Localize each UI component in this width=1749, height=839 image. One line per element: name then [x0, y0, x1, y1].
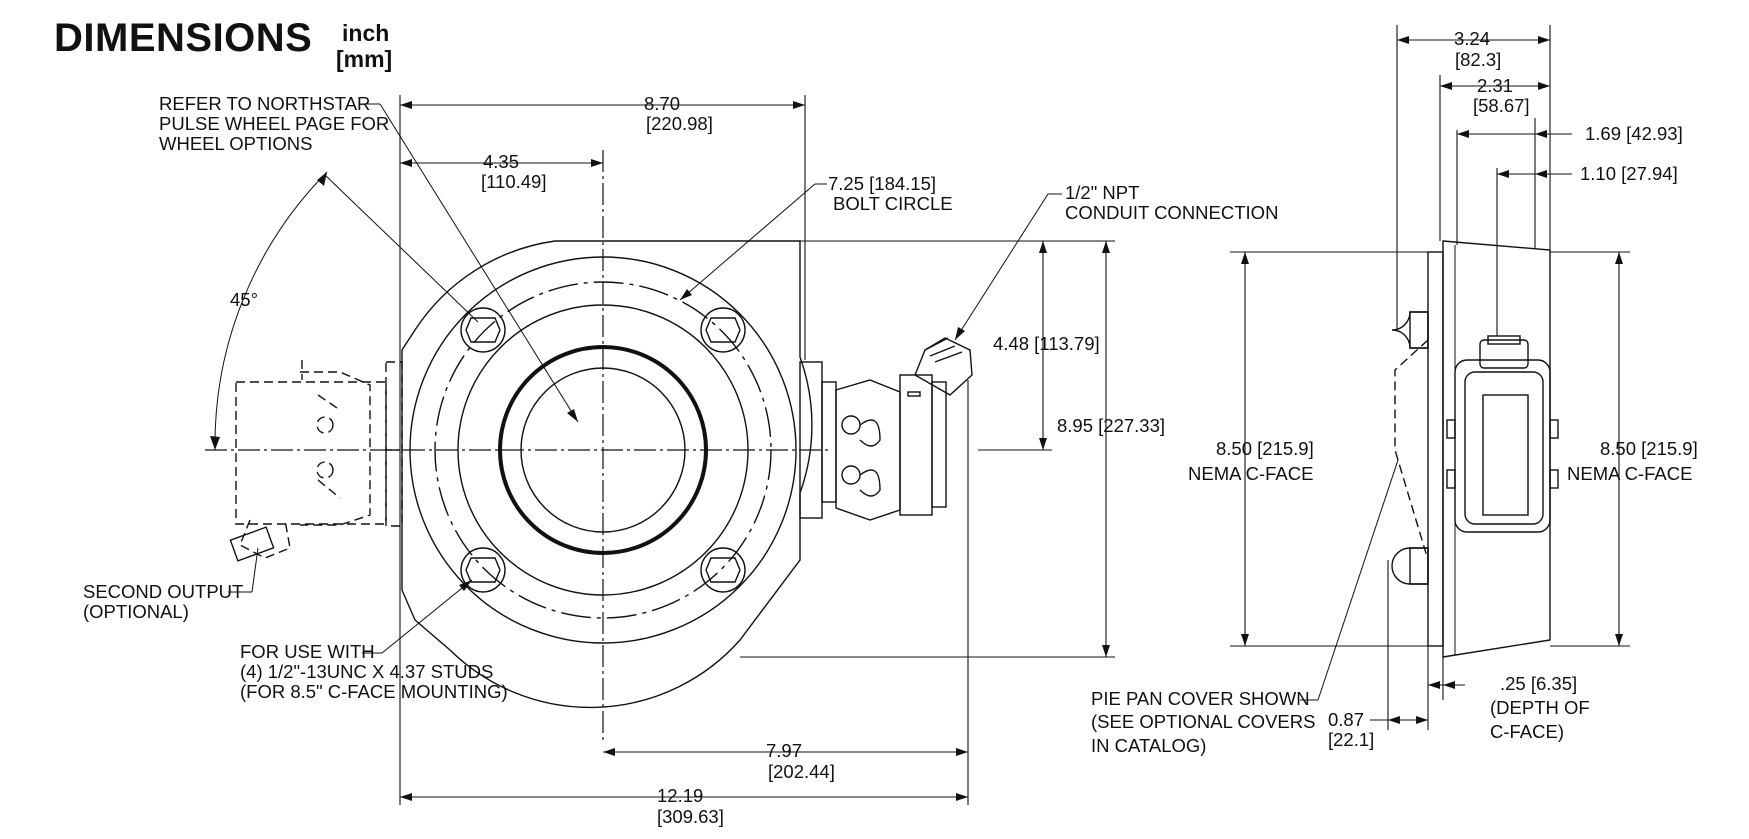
studs-note-line3: (FOR 8.5" C-FACE MOUNTING): [240, 681, 508, 702]
page-title: DIMENSIONS: [54, 16, 313, 60]
dim-8-70-mm: [220.98]: [646, 113, 713, 134]
dim-12-19-value: 12.19: [657, 785, 703, 806]
depth-c-face-value: .25 [6.35]: [1500, 673, 1577, 694]
dim-0-87-mm: [22.1]: [1328, 729, 1374, 750]
bolt-bottom-right: [700, 547, 746, 593]
conduit-line1: 1/2" NPT: [1065, 182, 1139, 203]
angle-arrow-top: [317, 172, 327, 186]
conduit-line2: CONDUIT CONNECTION: [1065, 202, 1278, 223]
bolt-top-right: [700, 307, 746, 353]
side-flange: [1427, 251, 1444, 647]
sensor-module: [1446, 335, 1559, 533]
dim-0-87-value: 0.87: [1328, 709, 1364, 730]
unit-inch-label: inch: [342, 20, 390, 46]
studs-leader: [381, 579, 473, 654]
pie-pan-dashed: [1394, 339, 1429, 561]
right-connector: [799, 337, 973, 521]
pie-pan-line1: PIE PAN COVER SHOWN: [1091, 688, 1310, 709]
dim-4-48-label: 4.48 [113.79]: [993, 333, 1100, 354]
nema-right-label: NEMA C-FACE: [1567, 463, 1692, 484]
unit-mm-label: [mm]: [336, 46, 393, 72]
housing-outline: [401, 240, 813, 709]
bolt-top-left: [460, 307, 506, 353]
dim-4-35-value: 4.35: [483, 151, 519, 172]
units-legend: inch [mm]: [336, 20, 392, 72]
bolt-bottom-left: [460, 547, 506, 593]
pulse-wheel-note-line3: WHEEL OPTIONS: [159, 133, 313, 154]
dim-7-97-mm: [202.44]: [768, 761, 835, 782]
second-output-dashed: [229, 360, 403, 562]
pie-pan-line2: (SEE OPTIONAL COVERS: [1091, 711, 1315, 732]
second-output-leader-v: [251, 547, 259, 593]
dim-12-19-mm: [309.63]: [657, 806, 724, 827]
domed-nut-bottom: [1391, 547, 1429, 585]
front-view: 45° 8.70 [220.98] 4.35 [110.49] 7.97 [20…: [83, 93, 1278, 827]
second-output-line2: (OPTIONAL): [83, 601, 189, 622]
conduit-leader: [954, 193, 1049, 341]
dim-7-97-value: 7.97: [766, 740, 802, 761]
pulse-wheel-leader: [379, 103, 579, 423]
dim-8-95-label: 8.95 [227.33]: [1057, 415, 1165, 436]
angle-leader: [324, 174, 479, 323]
pulse-wheel-note-line1: REFER TO NORTHSTAR: [159, 93, 370, 114]
bolt-circle-line1: 7.25 [184.15]: [828, 173, 936, 194]
dim-3-24-value: 3.24: [1454, 28, 1490, 49]
dim-2-31-value: 2.31: [1477, 75, 1513, 96]
domed-nut-top: [1391, 311, 1429, 349]
studs-note-line1: FOR USE WITH: [240, 641, 375, 662]
dim-2-31-mm: [58.67]: [1473, 95, 1530, 116]
nema-left-label: NEMA C-FACE: [1188, 463, 1313, 484]
depth-c-face-line3: C-FACE): [1490, 721, 1564, 742]
second-output-line1: SECOND OUTPUT: [83, 581, 243, 602]
dim-1-69-label: 1.69 [42.93]: [1585, 123, 1683, 144]
nema-right-value: 8.50 [215.9]: [1600, 438, 1698, 459]
dim-8-70-value: 8.70: [644, 93, 680, 114]
studs-note-line2: (4) 1/2"-13UNC X 4.37 STUDS: [240, 661, 493, 682]
bolt-circle-line2: BOLT CIRCLE: [833, 193, 953, 214]
pie-pan-line3: IN CATALOG): [1091, 735, 1206, 756]
bolt-circle-leader: [679, 183, 816, 301]
dim-1-10-label: 1.10 [27.94]: [1580, 163, 1678, 184]
pulse-wheel-note-line2: PULSE WHEEL PAGE FOR: [159, 113, 389, 134]
angle-arc: [214, 171, 328, 451]
dim-3-24-mm: [82.3]: [1455, 49, 1501, 70]
nema-left-value: 8.50 [215.9]: [1216, 438, 1314, 459]
depth-c-face-line2: (DEPTH OF: [1490, 697, 1590, 718]
angle-arrow-bottom: [210, 436, 220, 450]
side-view: 3.24 [82.3] 2.31 [58.67] 1.69 [42.93] 1.…: [1091, 25, 1698, 756]
angle-label: 45°: [230, 289, 258, 310]
pie-pan-leader: [1317, 459, 1399, 701]
dim-4-35-mm: [110.49]: [481, 171, 547, 192]
